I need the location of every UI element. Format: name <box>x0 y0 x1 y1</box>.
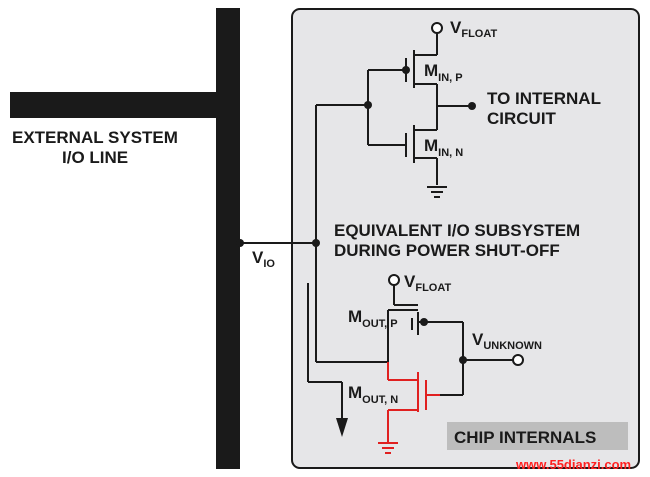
external-bus-horizontal <box>10 92 240 118</box>
vfloat-bottom-label: VFLOAT <box>404 272 451 294</box>
external-bus-vertical <box>216 8 240 469</box>
mout-n-transistor <box>378 362 440 454</box>
vunknown-terminal <box>512 354 524 366</box>
chip-panel <box>291 8 640 469</box>
equivalent-label-2: DURING POWER SHUT-OFF <box>334 241 560 260</box>
watermark: www.55dianzi.com <box>515 457 631 472</box>
chip-internals-box <box>447 422 628 450</box>
chip-internals-label: CHIP INTERNALS <box>454 428 596 447</box>
vfloat-top-terminal <box>431 22 443 34</box>
wires <box>240 33 513 420</box>
mout-p-label: MOUT, P <box>348 307 398 330</box>
external-label-1: EXTERNAL SYSTEM <box>12 128 178 147</box>
external-label-2: I/O LINE <box>62 148 128 167</box>
junction-dots <box>236 66 476 364</box>
vfloat-top-label: VFLOAT <box>450 18 497 40</box>
min-p-label: MIN, P <box>424 61 463 84</box>
current-arrow-head <box>336 418 348 437</box>
vfloat-bottom-terminal <box>388 274 400 286</box>
min-n-label: MIN, N <box>424 136 463 159</box>
vio-label: VIO <box>252 248 275 270</box>
to-internal-label-2: CIRCUIT <box>487 109 557 128</box>
equivalent-label-1: EQUIVALENT I/O SUBSYSTEM <box>334 221 580 240</box>
mout-n-label: MOUT, N <box>348 383 398 406</box>
to-internal-label-1: TO INTERNAL <box>487 89 601 108</box>
vunknown-label: VUNKNOWN <box>472 330 542 352</box>
